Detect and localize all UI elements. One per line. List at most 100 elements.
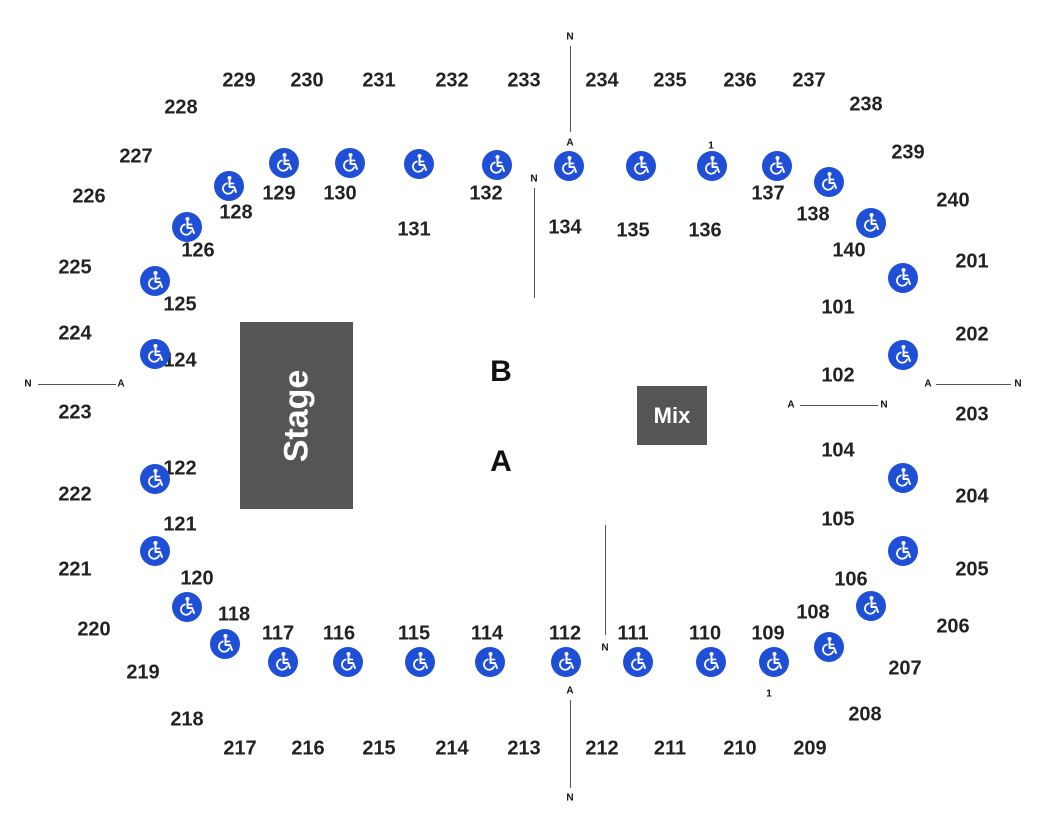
wheelchair-accessible-icon [210, 629, 240, 659]
wheelchair-accessible-icon [405, 647, 435, 677]
wheelchair-accessible-icon [814, 167, 844, 197]
section-203[interactable]: 203 [955, 403, 989, 426]
mix-label: Mix [653, 402, 691, 428]
wheelchair-accessible-icon [140, 339, 170, 369]
wheelchair-accessible-icon [333, 647, 363, 677]
section-111[interactable]: 111 [617, 622, 649, 645]
section-217[interactable]: 217 [223, 737, 257, 760]
section-102[interactable]: 102 [821, 364, 855, 387]
section-116[interactable]: 116 [322, 622, 356, 645]
wheelchair-accessible-icon [696, 647, 726, 677]
section-110[interactable]: 110 [688, 622, 722, 645]
section-218[interactable]: 218 [170, 708, 204, 731]
section-223[interactable]: 223 [58, 401, 92, 424]
section-215[interactable]: 215 [362, 737, 396, 760]
section-236[interactable]: 236 [723, 69, 757, 92]
section-122[interactable]: 122 [163, 457, 197, 480]
section-202[interactable]: 202 [955, 323, 989, 346]
section-128[interactable]: 128 [219, 201, 253, 224]
aisle-mark: A [566, 137, 574, 149]
section-135[interactable]: 135 [616, 219, 650, 242]
section-240[interactable]: 240 [936, 189, 970, 212]
section-230[interactable]: 230 [290, 69, 324, 92]
section-105[interactable]: 105 [821, 508, 855, 531]
section-224[interactable]: 224 [58, 322, 92, 345]
stage: Stage [240, 322, 353, 509]
wheelchair-accessible-icon [268, 647, 298, 677]
section-239[interactable]: 239 [891, 141, 925, 164]
section-209[interactable]: 209 [793, 737, 827, 760]
section-112[interactable]: 112 [548, 622, 582, 645]
wheelchair-accessible-icon [856, 208, 886, 238]
section-228[interactable]: 228 [164, 96, 198, 119]
section-216[interactable]: 216 [291, 737, 325, 760]
wheelchair-accessible-icon [172, 212, 202, 242]
aisle-mark: N [880, 399, 888, 411]
wheelchair-accessible-icon [172, 592, 202, 622]
section-226[interactable]: 226 [72, 185, 106, 208]
aisle-mark: N [566, 792, 574, 804]
wheelchair-accessible-icon [140, 266, 170, 296]
section-238[interactable]: 238 [849, 93, 883, 116]
section-104[interactable]: 104 [821, 439, 855, 462]
section-124[interactable]: 124 [163, 349, 197, 372]
section-106[interactable]: 106 [834, 568, 868, 591]
section-201[interactable]: 201 [955, 250, 989, 273]
section-212[interactable]: 212 [585, 737, 619, 760]
section-206[interactable]: 206 [936, 615, 970, 638]
section-222[interactable]: 222 [58, 483, 92, 506]
section-220[interactable]: 220 [77, 618, 111, 641]
section-131[interactable]: 131 [397, 218, 431, 241]
section-219[interactable]: 219 [126, 661, 160, 684]
section-237[interactable]: 237 [792, 69, 826, 92]
section-225[interactable]: 225 [58, 256, 92, 279]
section-129[interactable]: 129 [262, 182, 296, 205]
aisle-mark: N [1014, 378, 1022, 390]
wheelchair-accessible-icon [856, 591, 886, 621]
section-117[interactable]: 117 [261, 622, 295, 645]
section-118[interactable]: 118 [217, 603, 251, 626]
section-132[interactable]: 132 [469, 182, 503, 205]
section-126[interactable]: 126 [181, 239, 215, 262]
section-108[interactable]: 108 [796, 601, 830, 624]
section-227[interactable]: 227 [119, 145, 153, 168]
wheelchair-accessible-icon [335, 148, 365, 178]
section-101[interactable]: 101 [821, 296, 855, 319]
aisle-line-bottom [570, 700, 571, 788]
section-210[interactable]: 210 [723, 737, 757, 760]
section-115[interactable]: 115 [397, 622, 431, 645]
section-208[interactable]: 208 [848, 703, 882, 726]
section-109[interactable]: 109 [751, 622, 785, 645]
section-233[interactable]: 233 [507, 69, 541, 92]
section-229[interactable]: 229 [222, 69, 256, 92]
section-204[interactable]: 204 [955, 485, 989, 508]
section-140[interactable]: 140 [832, 239, 866, 262]
section-214[interactable]: 214 [435, 737, 469, 760]
section-125[interactable]: 125 [163, 293, 197, 316]
section-136[interactable]: 136 [688, 219, 722, 242]
section-207[interactable]: 207 [888, 657, 922, 680]
section-138[interactable]: 138 [796, 203, 830, 226]
section-121[interactable]: 121 [163, 513, 197, 536]
aisle-line-upper-center [534, 188, 535, 298]
aisle-line-right [936, 384, 1011, 385]
section-120[interactable]: 120 [180, 567, 214, 590]
aisle-mark: A [924, 378, 932, 390]
section-137[interactable]: 137 [751, 182, 785, 205]
section-235[interactable]: 235 [653, 69, 687, 92]
section-130[interactable]: 130 [323, 182, 357, 205]
section-114[interactable]: 114 [470, 622, 504, 645]
wheelchair-accessible-icon [697, 151, 727, 181]
section-205[interactable]: 205 [955, 558, 989, 581]
wheelchair-accessible-icon [404, 149, 434, 179]
section-231[interactable]: 231 [362, 69, 396, 92]
section-134[interactable]: 134 [548, 216, 582, 239]
section-211[interactable]: 211 [653, 737, 687, 760]
section-232[interactable]: 232 [435, 69, 469, 92]
wheelchair-accessible-icon [888, 263, 918, 293]
wheelchair-accessible-icon [475, 647, 505, 677]
section-221[interactable]: 221 [58, 558, 92, 581]
section-234[interactable]: 234 [585, 69, 619, 92]
section-213[interactable]: 213 [507, 737, 541, 760]
